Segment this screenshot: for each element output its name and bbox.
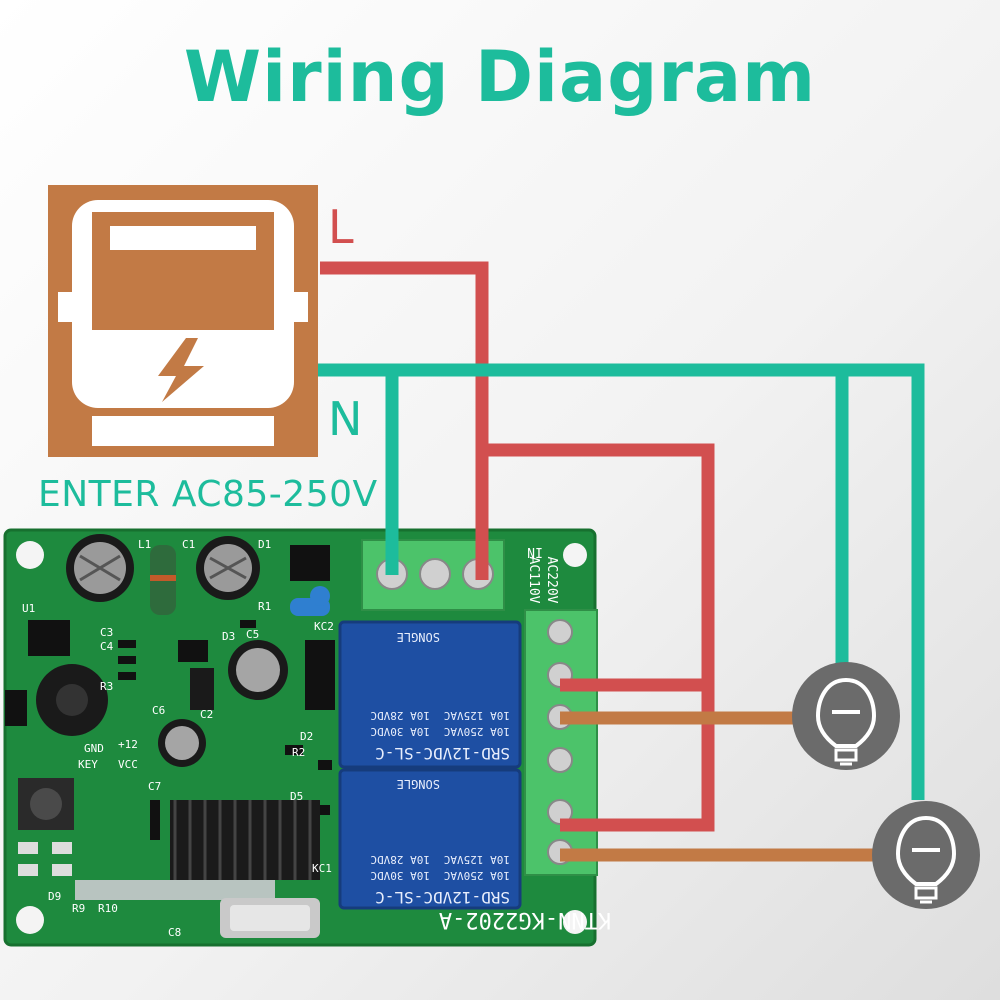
relay-1-model: SRD-12VDC-SL-C	[375, 744, 510, 763]
output-terminal-block	[524, 609, 598, 876]
live-label: L	[328, 200, 354, 254]
relay-2-model: SRD-12VDC-SL-C	[375, 888, 510, 907]
relay-2: SRD-12VDC-SL-C 10A 250VAC 10A 30VDC 10A …	[338, 768, 522, 910]
load-wire	[560, 711, 880, 862]
silk-c7: C7	[148, 780, 161, 793]
relay-1-brand: SONGLE	[397, 630, 440, 644]
silk-c6: C6	[152, 704, 165, 717]
neutral-wire	[318, 363, 925, 800]
relay-1-rating-4: 10A 28VDC	[370, 709, 430, 722]
silk-c4: C4	[100, 640, 114, 653]
silk-kc2: KC2	[314, 620, 334, 633]
silk-c8: C8	[168, 926, 181, 939]
silk-c2: C2	[200, 708, 213, 721]
neutral-label: N	[328, 392, 363, 446]
page-title: Wiring Diagram	[183, 36, 817, 118]
silk-d3: D3	[222, 630, 235, 643]
silk-gnd: GND	[84, 742, 104, 755]
silk-d1: D1	[258, 538, 271, 551]
silk-key: KEY	[78, 758, 98, 771]
relay-2-brand: SONGLE	[397, 777, 440, 791]
relay-2-rating-2: 10A 30VDC	[370, 869, 430, 882]
silk-u1: U1	[22, 602, 35, 615]
silk-d9: D9	[48, 890, 61, 903]
power-meter-icon	[48, 185, 318, 457]
silk-12v: +12	[118, 738, 138, 751]
silk-c3: C3	[100, 626, 113, 639]
bulb-icon	[872, 801, 980, 909]
live-wire	[320, 261, 715, 832]
board-model-label: KTNN-KG2202-A	[439, 907, 611, 932]
relay-1-rating-1: 10A 250VAC	[444, 725, 510, 738]
silk-kc1: KC1	[312, 862, 332, 875]
silk-r9: R9	[72, 902, 85, 915]
relay-2-rating-3: 10A 125VAC	[444, 853, 510, 866]
silk-c1: C1	[182, 538, 195, 551]
input-mark-ac110v: AC110V	[526, 557, 541, 604]
silk-d5: D5	[290, 790, 303, 803]
silk-r1: R1	[258, 600, 271, 613]
relay-1: SRD-12VDC-SL-C 10A 250VAC 10A 30VDC 10A …	[338, 620, 522, 769]
lightning-icon	[158, 338, 204, 402]
silk-c5: C5	[246, 628, 259, 641]
relay-1-rating-3: 10A 125VAC	[444, 709, 510, 722]
silk-d2: D2	[300, 730, 313, 743]
bulb-icon	[792, 662, 900, 770]
input-mark-in: IN	[527, 544, 543, 559]
relay-2-rating-4: 10A 28VDC	[370, 853, 430, 866]
relay-1-rating-2: 10A 30VDC	[370, 725, 430, 738]
silk-r10: R10	[98, 902, 118, 915]
silk-vcc: VCC	[118, 758, 138, 771]
silk-l1: L1	[138, 538, 151, 551]
silk-r3: R3	[100, 680, 113, 693]
input-voltage-label: ENTER AC85-250V	[38, 474, 378, 515]
input-mark-ac220v: AC220V	[544, 557, 559, 604]
relay-2-rating-1: 10A 250VAC	[444, 869, 510, 882]
silk-r2: R2	[292, 746, 305, 759]
